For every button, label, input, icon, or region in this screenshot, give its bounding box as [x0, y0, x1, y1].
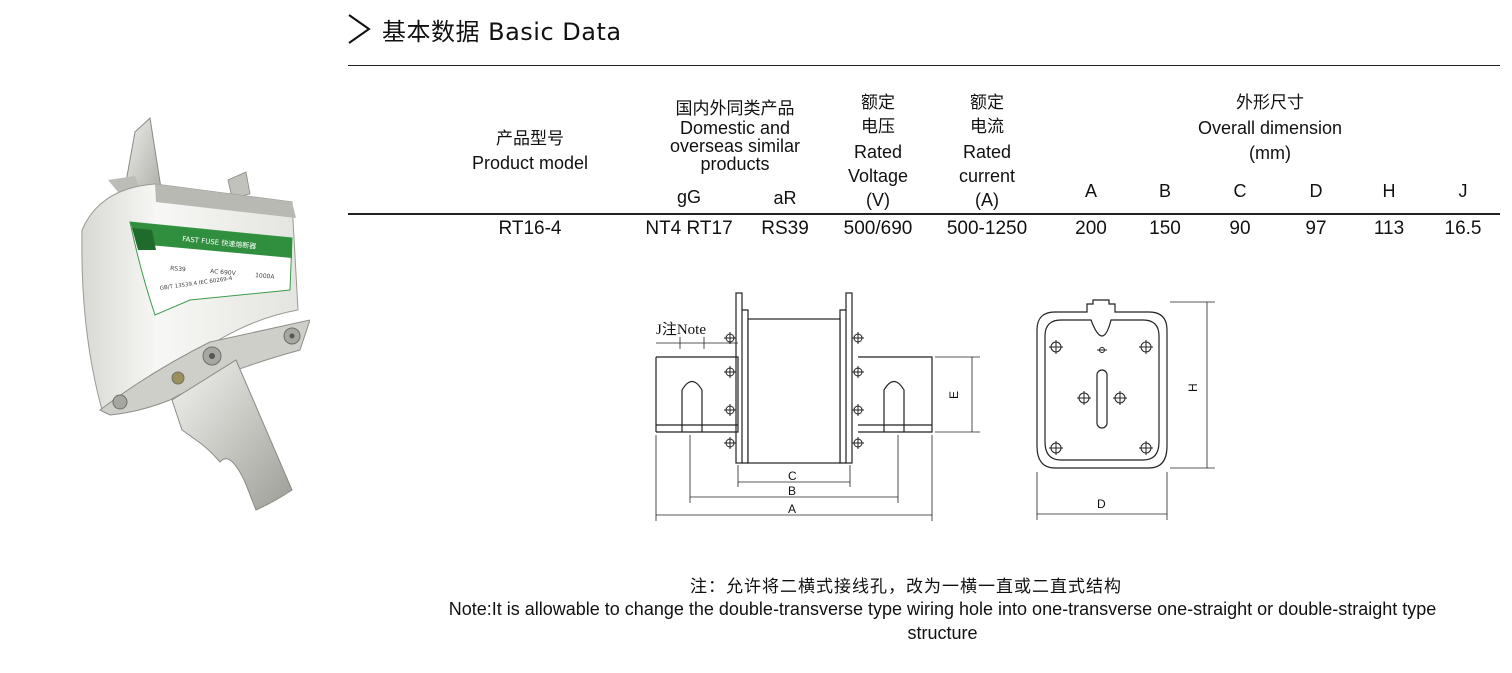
header-voltage-zh-1: 额定 — [861, 93, 895, 113]
header-current-en-1: Rated — [962, 142, 1012, 162]
fuse-product-photo: FAST FUSE 快速熔断器 RS39 AC 690V 1000A GB/T … — [81, 116, 310, 511]
header-voltage-en-2: Voltage — [847, 166, 909, 186]
header-aR: aR — [773, 188, 797, 208]
dim-label-D: D — [1097, 497, 1106, 511]
header-product-model-en: Product model — [471, 153, 589, 173]
cell-dim-B: 150 — [1149, 218, 1181, 239]
photo-label-model: RS39 — [170, 265, 186, 273]
header-current-zh-1: 额定 — [970, 93, 1004, 113]
fuse-front-view-drawing: H D — [1036, 299, 1215, 520]
note-chinese: 注：允许将二横式接线孔，改为一横一直或二直式结构 — [690, 577, 1122, 597]
dim-label-A: A — [788, 502, 796, 516]
cell-model: RT16-4 — [498, 218, 562, 239]
dim-label-E: E — [947, 391, 961, 399]
chevron-right-icon — [348, 14, 371, 44]
fuse-side-view-drawing: J注Note C B A E — [655, 292, 980, 521]
photo-label-current: 1000A — [255, 272, 276, 281]
header-voltage-en-1: Rated — [853, 142, 903, 162]
cell-dim-H: 113 — [1373, 218, 1405, 239]
note-english: Note:It is allowable to change the doubl… — [448, 599, 1437, 643]
page-title: 基本数据 Basic Data — [382, 17, 622, 46]
header-current-unit: (A) — [975, 190, 999, 210]
cell-dim-A: 200 — [1075, 218, 1107, 239]
section-heading: 基本数据 Basic Data — [346, 12, 622, 46]
header-dim-B: B — [1158, 181, 1171, 201]
header-similar-en-2: overseas similar — [669, 136, 801, 156]
cell-dim-J: 16.5 — [1444, 218, 1482, 239]
dim-label-C: C — [788, 469, 797, 483]
header-current-zh-2: 电流 — [970, 117, 1004, 137]
header-dim-C: C — [1233, 181, 1247, 201]
dim-label-H: H — [1186, 383, 1200, 392]
header-similar-en-1: Domestic and — [679, 118, 791, 138]
cell-dim-C: 90 — [1229, 218, 1251, 239]
header-dim-A: A — [1084, 181, 1097, 201]
cell-current: 500-1250 — [946, 218, 1028, 239]
header-similar-zh: 国内外同类产品 — [675, 99, 795, 119]
cell-voltage: 500/690 — [843, 218, 913, 239]
header-dimension-en: Overall dimension — [1197, 118, 1343, 138]
header-voltage-zh-2: 电压 — [861, 117, 895, 137]
header-similar-en-3: products — [700, 154, 770, 174]
header-dim-J: J — [1458, 181, 1468, 201]
cell-aR: RS39 — [761, 218, 809, 239]
drawing-note-label: J注Note — [656, 321, 706, 338]
header-voltage-unit: (V) — [866, 190, 890, 210]
header-dim-H: H — [1382, 181, 1396, 201]
header-product-model-zh: 产品型号 — [496, 129, 564, 149]
header-dimension-unit: (mm) — [1249, 143, 1291, 163]
divider-top — [348, 65, 1500, 66]
header-dimension-zh: 外形尺寸 — [1236, 93, 1304, 113]
photo-label-ac: AC 690V — [210, 268, 237, 277]
header-dim-D: D — [1309, 181, 1323, 201]
cell-gG: NT4 RT17 — [645, 218, 733, 239]
header-gG: gG — [676, 187, 701, 207]
divider-header — [348, 213, 1500, 215]
dim-label-B: B — [788, 484, 796, 498]
cell-dim-D: 97 — [1305, 218, 1327, 239]
header-current-en-2: current — [958, 166, 1016, 186]
